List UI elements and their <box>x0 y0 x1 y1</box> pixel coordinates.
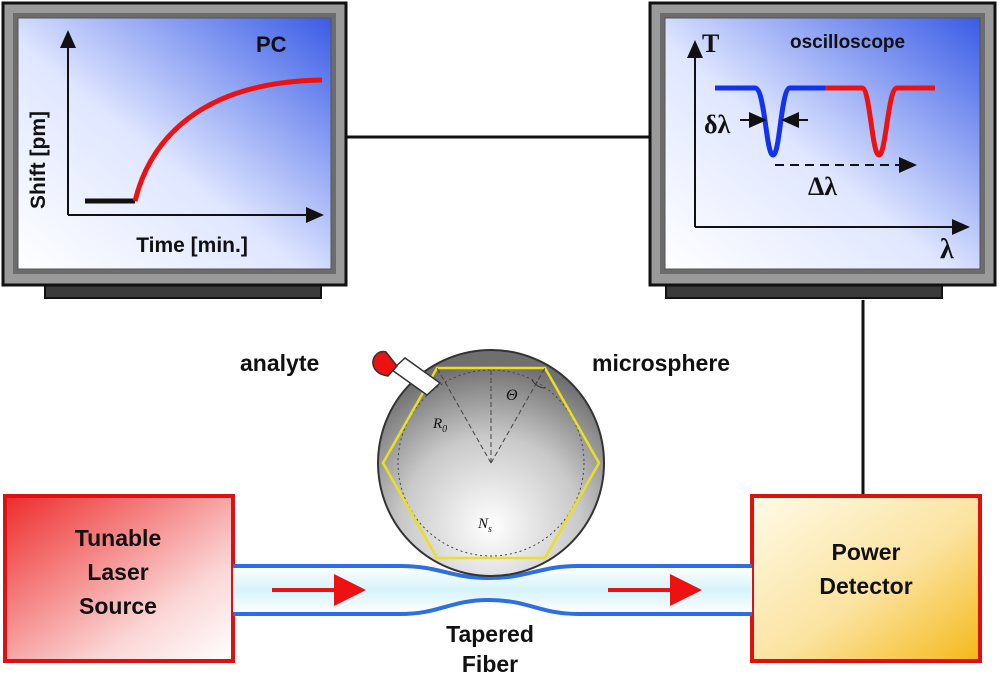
laser-label-line1: Tunable <box>75 525 161 551</box>
laser-box <box>3 494 235 663</box>
fiber-lower-edge <box>233 597 752 616</box>
pc-x-axis-label: Time [min.] <box>136 234 248 257</box>
analyte-label: analyte <box>240 350 319 376</box>
whispering-gallery-hexagon <box>381 366 601 560</box>
pc-shift-curve <box>132 77 323 202</box>
pc-screen <box>17 17 332 270</box>
scope-x-axis-label: λ <box>940 234 954 265</box>
scope-title: oscilloscope <box>790 32 905 53</box>
microsphere: R0 Θ Ns analyte microsphere <box>240 349 730 577</box>
laser-label-line3: Source <box>79 593 157 619</box>
sites-symbol: Ns <box>477 516 492 535</box>
detector-label-line2: Detector <box>819 573 912 599</box>
pc-monitor: PC Shift [pm] Time [min.] <box>1 1 348 299</box>
detector-label-line1: Power <box>831 539 900 565</box>
linewidth-label: δλ <box>704 110 730 139</box>
power-detector: Power Detector <box>750 494 982 663</box>
mode-path <box>397 369 585 557</box>
radius-symbol: R0 <box>432 416 447 435</box>
detector-box <box>750 494 982 663</box>
analyte-head <box>372 350 398 377</box>
scope-red-resonance <box>825 85 935 158</box>
microsphere-label: microsphere <box>592 350 730 376</box>
angle-symbol: Θ <box>506 387 518 404</box>
shift-label: Δλ <box>808 172 837 201</box>
fiber-upper-edge <box>233 564 752 581</box>
pc-y-axis-label: Shift [pm] <box>27 111 50 209</box>
tunable-laser-source: Tunable Laser Source <box>3 494 235 663</box>
pc-title: PC <box>256 32 287 57</box>
analyte-molecule <box>372 350 442 396</box>
scope-y-axis-label: T <box>702 29 719 58</box>
fiber-label-line2: Fiber <box>462 651 518 677</box>
angle-arc <box>531 379 546 389</box>
oscilloscope-monitor: T oscilloscope δλ Δλ λ <box>648 1 997 299</box>
fiber-label-line1: Tapered <box>446 621 534 647</box>
laser-label-line2: Laser <box>87 559 148 585</box>
tapered-fiber: Tapered Fiber <box>233 564 752 677</box>
scope-blue-resonance <box>715 85 825 158</box>
